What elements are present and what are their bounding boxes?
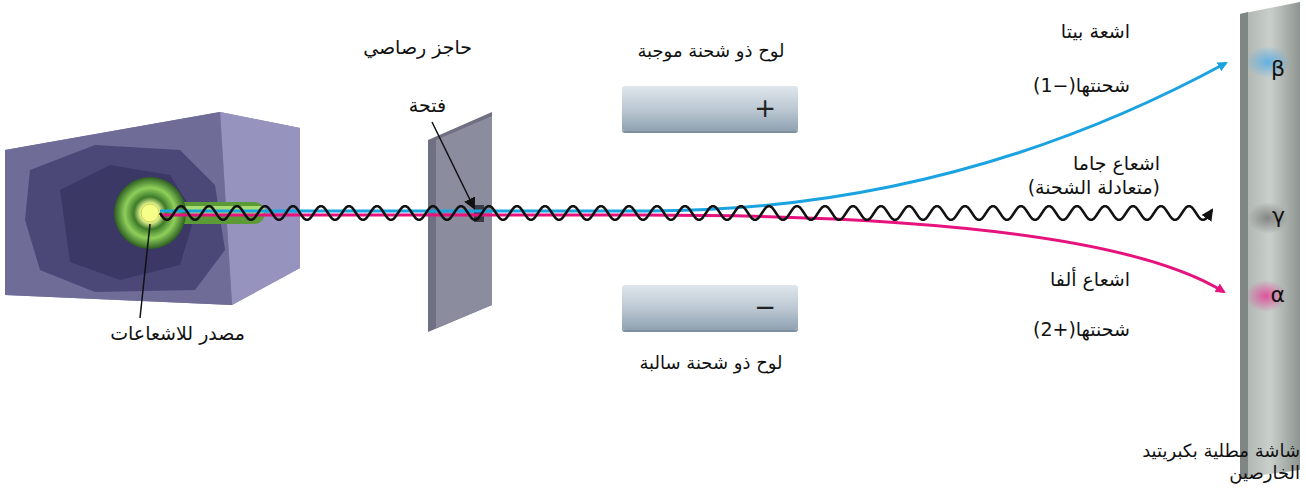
- gamma-ray: [160, 206, 1212, 220]
- ray-symbol: γ: [1272, 203, 1285, 229]
- charge-sign: −: [754, 285, 776, 330]
- leader-line: [140, 224, 150, 318]
- ray-symbol: α: [1270, 282, 1285, 308]
- ray-symbol: β: [1271, 56, 1285, 82]
- ray-name: اشعاع ألفا: [1050, 268, 1130, 291]
- plate-label: لوح ذو شحنة موجبة: [612, 40, 810, 62]
- ray-name: اشعاع جاما: [1073, 152, 1160, 175]
- charge-label: شحنتها(−1): [1033, 74, 1130, 97]
- charged-plate: لوح ذو شحنة موجبة +: [612, 40, 810, 131]
- part-label: حاجز رصاصي: [363, 36, 472, 59]
- part-label: فتحة: [409, 94, 446, 117]
- beta-ray: [160, 63, 1226, 211]
- plate-body: +: [622, 86, 798, 131]
- plate-body: −: [622, 285, 798, 330]
- part-label: شاشة مطلية بكبريتيد الخارصين: [1140, 440, 1300, 483]
- fluorescent-screen: [1240, 2, 1300, 478]
- charge-label: شحنتها(+2): [1033, 318, 1130, 341]
- part-label: مصدر للاشعاعات: [110, 322, 245, 345]
- slit-plate: [428, 112, 492, 332]
- plate-label: لوح ذو شحنة سالبة: [612, 352, 810, 374]
- ray-name: اشعة بيتا: [1061, 20, 1130, 43]
- lead-shield: [5, 112, 300, 305]
- alpha-ray: [160, 215, 1224, 292]
- charged-plate: − لوح ذو شحنة سالبة: [612, 285, 810, 374]
- charge-sign: +: [754, 86, 776, 131]
- leader-line: [432, 122, 474, 208]
- charge-label: (متعادلة الشحنة): [1028, 176, 1160, 199]
